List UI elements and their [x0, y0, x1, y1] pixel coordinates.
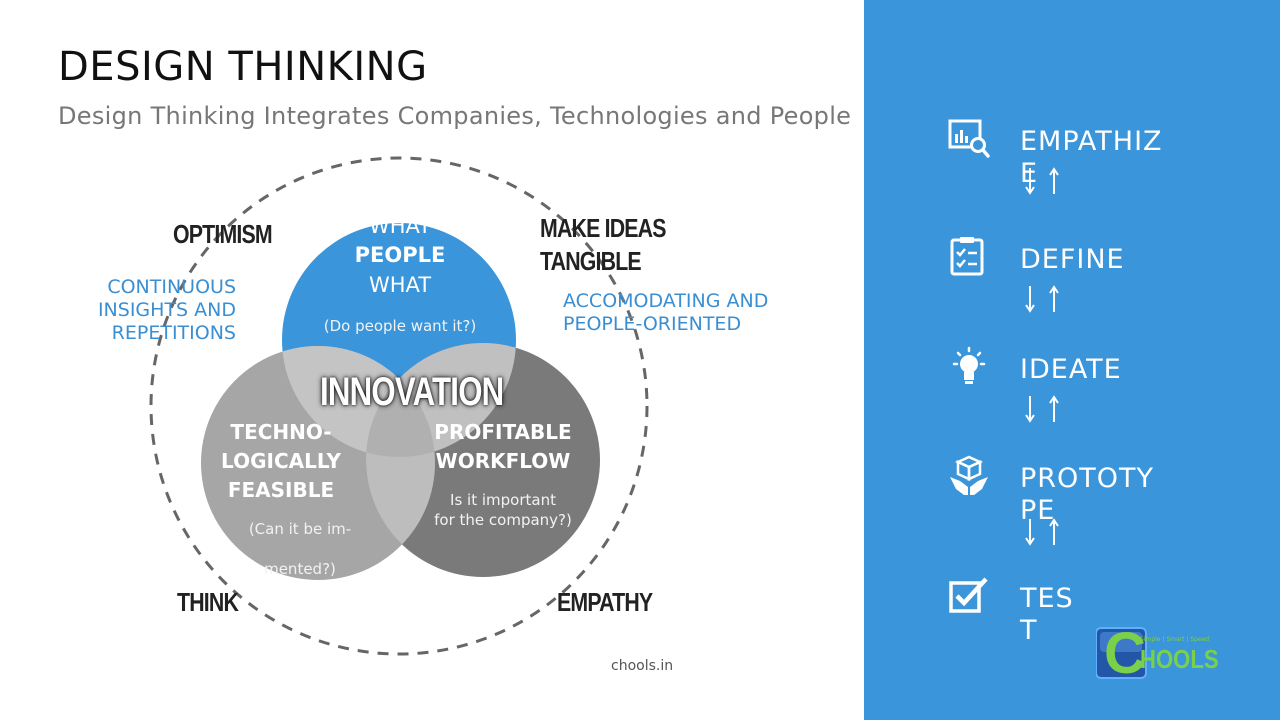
tech-question-a: (Can it be im- [248, 520, 352, 538]
make-ideas-label: MAKE IDEAS TANGIBLE [540, 213, 666, 276]
people-line1: WHAT [368, 214, 432, 238]
accomodating-note: ACCOMODATING AND PEOPLE-ORIENTED [563, 290, 769, 336]
tech-question-b: mented?) [264, 560, 336, 578]
step-name: PROTOTYPE [1020, 463, 1155, 527]
tech-title: TECHNO- LOGICALLY FEASIBLE [221, 420, 341, 502]
chools-logo: C HOOLS Simple | Smart | Speed [1095, 621, 1226, 686]
step-name: EMPATHIZE [1020, 126, 1163, 189]
step-empathize: EMPATHIZE [864, 118, 1280, 228]
people-profit-overlap [366, 343, 516, 457]
profit-question: Is it important for the company?) [434, 491, 572, 530]
continuous-insights-note: CONTINUOUS INSIGHTS AND REPETITIONS [97, 276, 236, 345]
people-tech-overlap [282, 346, 435, 457]
outer-dashed-ring [149, 156, 649, 656]
step-define: DEFINE [864, 236, 1280, 346]
clipboard-check-icon [950, 237, 984, 276]
site-url: chools.in [611, 658, 674, 674]
chart-search-icon [948, 119, 990, 158]
step-ideate: IDEATE [864, 346, 1280, 456]
step-name: DEFINE [1020, 244, 1125, 275]
step-prototype: PROTOTYPE [864, 455, 1280, 565]
people-line3: WHAT [368, 272, 432, 297]
up-down-arrows-icon [1025, 285, 1059, 313]
people-title: WHAT PEOPLE WHAT [320, 212, 480, 300]
up-down-arrows-icon [1025, 395, 1059, 423]
hands-box-icon [950, 455, 988, 495]
page-title: DESIGN THINKING [58, 44, 428, 90]
people-question: (Do people want it?) [323, 317, 477, 335]
optimism-label: OPTIMISM [173, 219, 273, 249]
logo-tagline: Simple | Smart | Speed [1140, 636, 1210, 643]
up-down-arrows-icon [1025, 518, 1059, 546]
page-subtitle: Design Thinking Integrates Companies, Te… [58, 102, 852, 130]
venn-graphic [149, 156, 649, 656]
logo-text: HOOLS [1140, 644, 1219, 674]
logo-letter: C [1104, 621, 1146, 686]
steps-panel: EMPATHIZE DEFINE [864, 0, 1280, 720]
step-test: TEST [864, 575, 1280, 685]
think-label: THINK [177, 587, 239, 617]
lightbulb-icon [952, 346, 986, 384]
innovation-label: INNOVATION [320, 370, 504, 414]
checkbox-icon [949, 577, 988, 613]
profit-title: PROFITABLE WORKFLOW [434, 420, 572, 473]
up-down-arrows-icon [1025, 167, 1059, 195]
step-name: IDEATE [1020, 354, 1122, 385]
people-line2: PEOPLE [354, 243, 446, 268]
chools-logo-graphic [1095, 627, 1147, 679]
empathy-label: EMPATHY [557, 587, 653, 617]
venn-diagram: OPTIMISM MAKE IDEAS TANGIBLE THINK EMPAT… [0, 140, 864, 670]
step-name: TEST [1020, 583, 1074, 647]
